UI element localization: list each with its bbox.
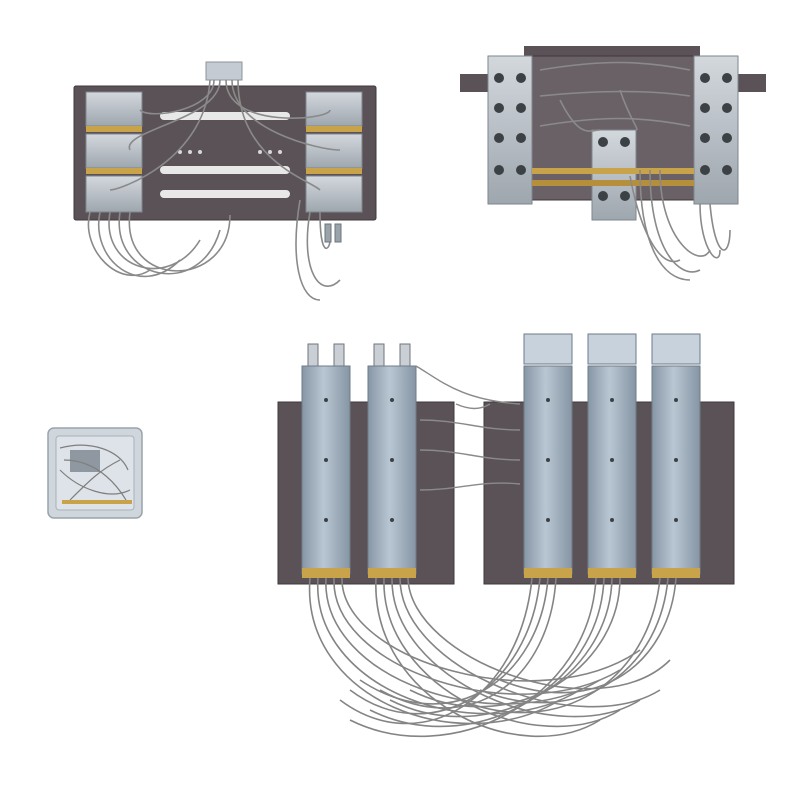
module-screws bbox=[324, 398, 678, 522]
hanging-wires bbox=[308, 577, 677, 737]
module-4 bbox=[587, 333, 637, 578]
terminal-panel-left bbox=[73, 61, 377, 301]
terminal-block-group-left bbox=[85, 91, 143, 213]
terminal-panel-right bbox=[460, 46, 766, 281]
terminal-column-right bbox=[693, 55, 739, 205]
module-1 bbox=[301, 365, 351, 578]
junction-wires bbox=[59, 444, 131, 501]
plate-holes bbox=[178, 150, 282, 154]
brass-bar-2 bbox=[532, 180, 694, 186]
rack-module-assembly bbox=[277, 333, 735, 737]
brass-bar bbox=[532, 168, 694, 174]
module-5 bbox=[651, 333, 701, 578]
terminal-block-group-right bbox=[305, 91, 363, 213]
module-2 bbox=[367, 365, 417, 578]
module-3 bbox=[523, 333, 573, 578]
wire-bundle bbox=[539, 61, 731, 281]
terminal-center bbox=[591, 129, 637, 221]
top-connector bbox=[205, 61, 243, 81]
mounting-plate bbox=[73, 85, 377, 221]
top-rail bbox=[524, 46, 700, 56]
top-plugs bbox=[307, 343, 411, 367]
terminal-column-left bbox=[487, 55, 533, 205]
wire-bundle bbox=[87, 79, 341, 301]
junction-box bbox=[47, 427, 143, 519]
cross-wires bbox=[415, 365, 521, 491]
plug-connectors bbox=[324, 223, 342, 243]
